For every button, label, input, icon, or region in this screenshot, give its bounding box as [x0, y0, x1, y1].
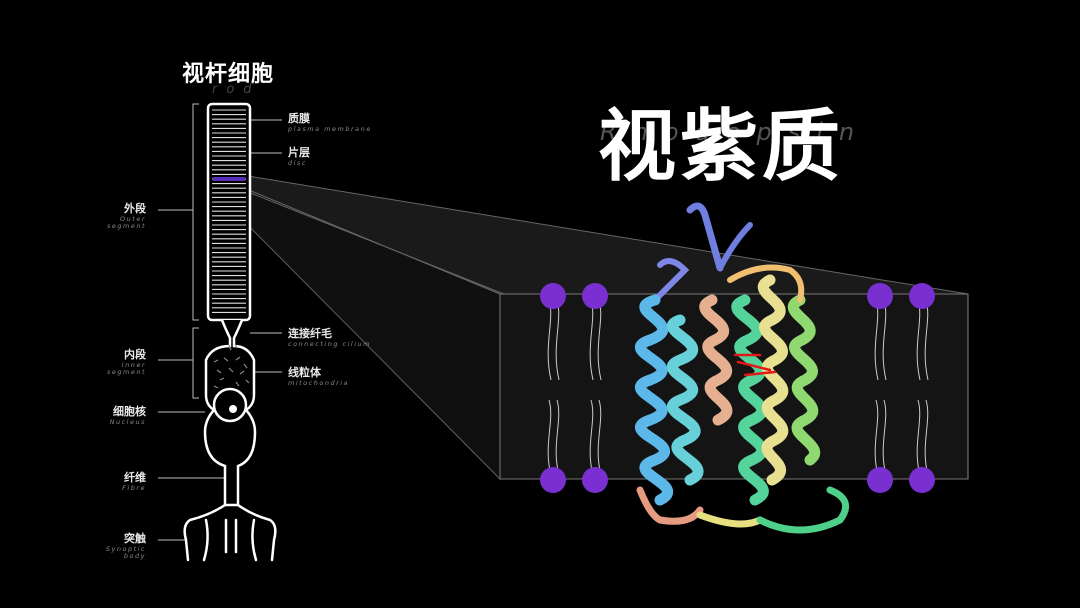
lipid-tail [874, 399, 879, 476]
label-en: disc [288, 159, 307, 167]
label-en: Inner segment [106, 361, 146, 376]
retinal-chromophore [733, 353, 777, 377]
label-mitochondria: 线粒体 mitochondria [288, 364, 398, 387]
lipid-tail [589, 399, 594, 476]
outer-segment [206, 102, 252, 322]
highlighted-disc [213, 177, 245, 181]
label-cn: 连接纤毛 [288, 327, 332, 340]
label-cn: 外段 [124, 202, 146, 215]
membrane-box [499, 293, 969, 480]
label-disc: 片层 disc [288, 144, 398, 167]
label-nucleus: 细胞核 Nucleus [36, 403, 146, 426]
label-fibre: 纤维 Fibre [36, 469, 146, 492]
label-cn: 细胞核 [113, 405, 146, 418]
label-cn: 片层 [288, 146, 310, 159]
main-subtitle: Rhodopsin [600, 118, 871, 146]
label-en: Synoptic body [105, 545, 146, 560]
label-synaptic-body: 突触 Synoptic body [36, 530, 146, 560]
label-cn: 质膜 [288, 112, 310, 125]
label-cn: 纤维 [124, 471, 146, 484]
lipid-tail [924, 399, 929, 476]
lipid-tail [882, 399, 887, 476]
lipid-tail [597, 399, 602, 476]
label-outer-segment: 外段 Outer segment [36, 200, 146, 230]
label-en: plasma membrane [288, 125, 372, 133]
main-title: 视紫质 [598, 101, 845, 192]
label-cn: 突触 [124, 532, 146, 545]
label-en: mitochondria [288, 379, 350, 387]
synaptic-body [183, 503, 277, 562]
nucleus [212, 387, 248, 423]
label-en: Fibre [122, 484, 146, 492]
label-plasma-membrane: 质膜 plasma membrane [288, 110, 398, 133]
label-cn: 内段 [124, 348, 146, 361]
lipid-tail [547, 399, 552, 476]
label-cn: 线粒体 [288, 366, 321, 379]
lipid-head [582, 283, 608, 309]
lipid-tail [916, 399, 921, 476]
label-en: Nucleus [109, 418, 146, 426]
lipid-head [582, 467, 608, 493]
lipid-bilayer [540, 283, 935, 493]
label-en: Outer segment [106, 215, 146, 230]
lipid-head [540, 283, 566, 309]
mitochondria-dots [213, 343, 250, 389]
lipid-head [909, 283, 935, 309]
label-en: connecting cilium [288, 340, 371, 348]
rhodopsin-protein [635, 202, 850, 534]
bracket-lines [158, 103, 282, 541]
lipid-head [909, 467, 935, 493]
inner-segment [203, 319, 257, 507]
lipid-tail [555, 399, 560, 476]
label-connecting-cilium: 连接纤毛 connecting cilium [288, 325, 398, 348]
lipid-head [540, 467, 566, 493]
cell-subtitle: rod [212, 82, 261, 97]
lipid-head [867, 283, 893, 309]
cell-title: 视杆细胞 [182, 62, 275, 87]
label-inner-segment: 内段 Inner segment [36, 346, 146, 376]
lipid-head [867, 467, 893, 493]
